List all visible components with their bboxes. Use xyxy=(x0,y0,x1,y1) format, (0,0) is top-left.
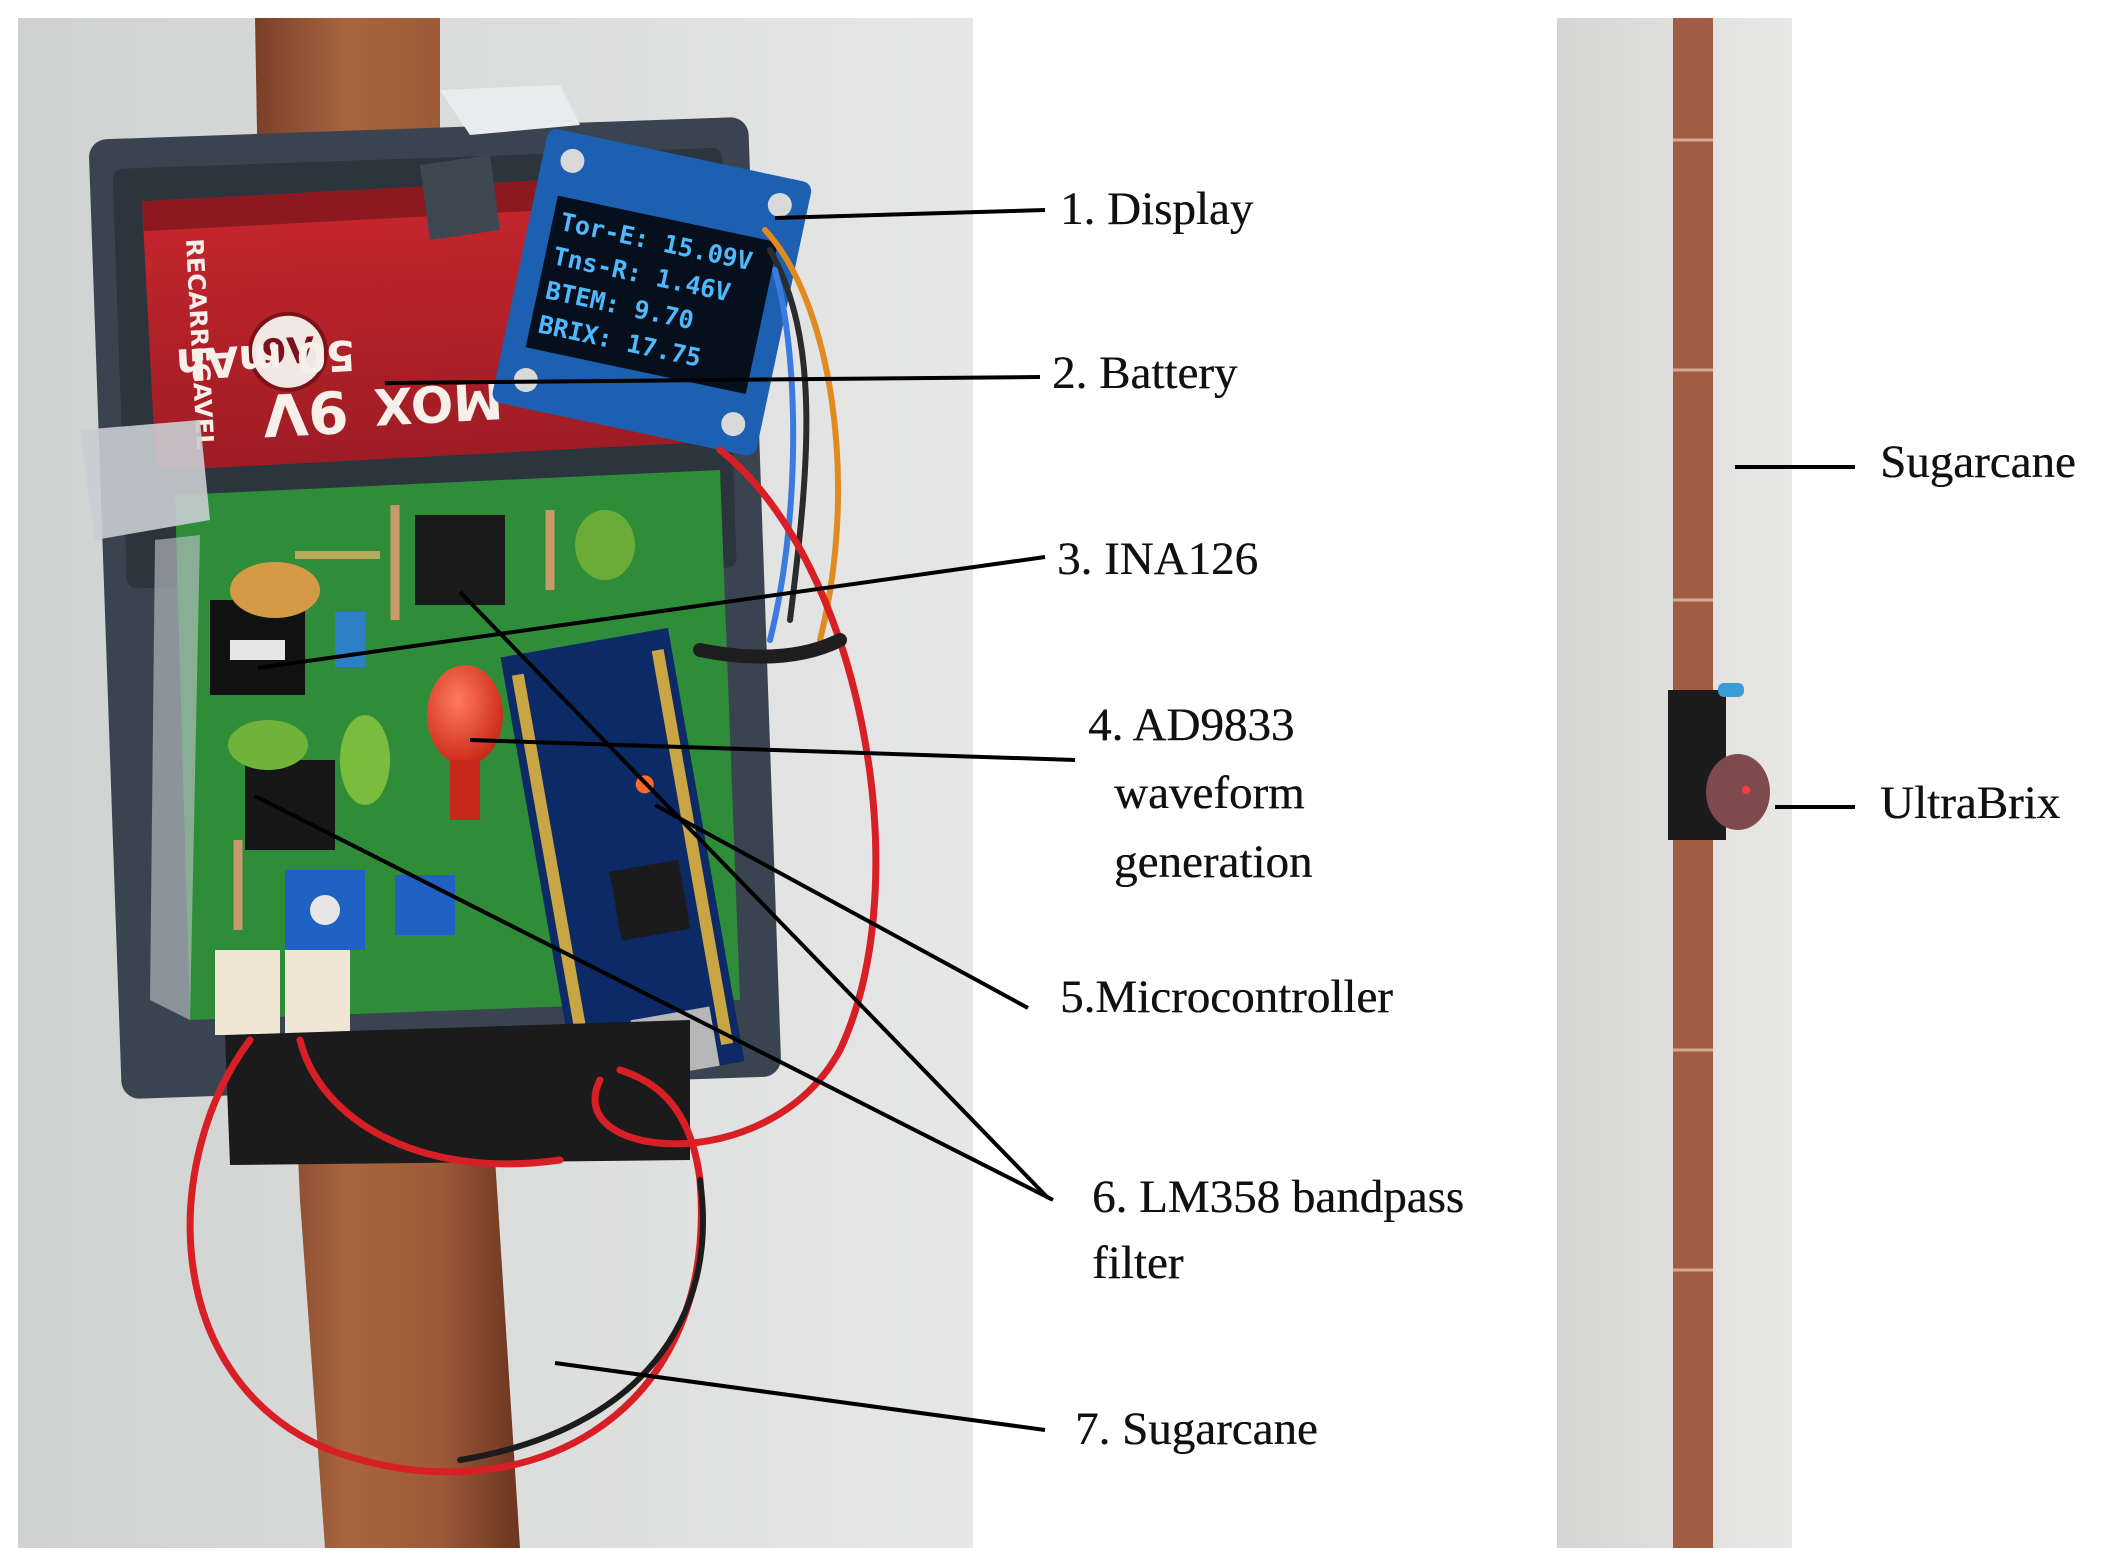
label-ina126: 3. INA126 xyxy=(1057,533,1259,585)
leader-display xyxy=(774,208,1046,220)
leader-battery xyxy=(384,375,1041,385)
lm358-chip xyxy=(245,760,335,850)
top-clip xyxy=(440,85,580,135)
ad9833-red-cap xyxy=(427,665,503,765)
label-display: 1. Display xyxy=(1060,183,1254,235)
label-sugarcane-left: 7. Sugarcane xyxy=(1075,1403,1318,1455)
ultrabrix-device-small xyxy=(1668,683,1770,840)
right-photo xyxy=(1557,18,1792,1548)
label-ad9833-line1: 4. AD9833 xyxy=(1088,699,1295,751)
leader-sugarcane-left xyxy=(554,1361,1046,1432)
oled-module: Tor-E: 15.09V Tns-R: 1.46V BTEM: 9.70 BR… xyxy=(492,129,812,456)
leader-ina126 xyxy=(257,555,1046,670)
label-ad9833: 4. AD9833 waveform generation xyxy=(1088,698,1312,890)
leader-lines xyxy=(254,208,1855,1432)
leader-ad9833 xyxy=(469,738,1076,762)
label-ad9833-line3: generation xyxy=(1114,835,1313,888)
label-microcontroller: 5.Microcontroller xyxy=(1060,971,1393,1023)
wires xyxy=(186,227,880,1476)
label-ultrabrix: UltraBrix xyxy=(1880,777,2061,829)
battery-voltage: 9V xyxy=(261,377,350,449)
left-photo: 9V 9V 50 mAh MOX RECARREGAVEL Tor-E: 15.… xyxy=(18,18,973,1548)
leader-lm358-1 xyxy=(458,590,1050,1200)
label-battery: 2. Battery xyxy=(1052,347,1238,399)
label-ad9833-line2: waveform xyxy=(1114,767,1305,820)
label-lm358: 6. LM358 bandpass filter xyxy=(1092,1170,1464,1292)
leader-lm358-2 xyxy=(254,794,1054,1202)
svg-text:9V: 9V xyxy=(261,330,316,374)
label-lm358-line2: filter xyxy=(1092,1237,1184,1290)
battery-capacity: 50 mAh xyxy=(175,330,357,388)
leader-microcontroller xyxy=(654,803,1029,1010)
label-lm358-line1: 6. LM358 bandpass xyxy=(1092,1171,1465,1223)
ina126-chip xyxy=(415,515,505,605)
case-bottom xyxy=(225,1020,690,1165)
label-sugarcane-right: Sugarcane xyxy=(1880,436,2076,488)
